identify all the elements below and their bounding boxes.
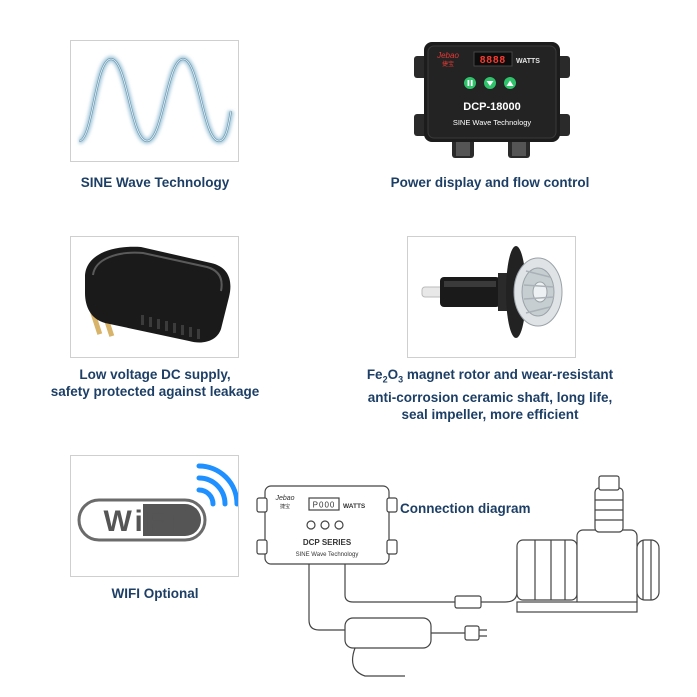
wifi-caption: WIFI Optional: [55, 585, 255, 602]
diagram-controller-unit: WATTS: [343, 503, 366, 510]
connection-diagram: Jebao 捷宝 P000 WATTS DCP SERIES SINE Wave…: [256, 475, 660, 677]
dc-adapter-image: [85, 246, 231, 343]
diagram-controller-series: DCP SERIES: [303, 538, 352, 547]
sine-caption: SINE Wave Technology: [40, 174, 270, 191]
wifi-caption-text: WIFI Optional: [111, 586, 199, 601]
rotor-caption-fe: Fe: [366, 367, 383, 382]
adapter-panel: [70, 236, 239, 358]
rotor-panel: [407, 236, 576, 358]
controller-unit: WATTS: [516, 58, 540, 65]
pause-button-icon: [464, 77, 476, 89]
controller-model: DCP-18000: [463, 101, 520, 113]
rotor-caption-o: O: [387, 367, 399, 382]
sine-wave-graphic: [77, 55, 234, 145]
rotor-caption-rest: magnet rotor and wear-resistant: [403, 367, 614, 382]
controller-brand: Jebao: [436, 51, 459, 60]
display-caption-text: Power display and flow control: [390, 175, 590, 190]
supply-caption-line1: Low voltage DC supply,: [79, 367, 231, 382]
rotor-caption-line1: Fe2O3 magnet rotor and wear-resistant: [330, 366, 650, 389]
display-caption: Power display and flow control: [355, 174, 625, 191]
rotor-caption-sub1: 2: [382, 374, 388, 385]
diagram-controller-tagline: SINE Wave Technology: [296, 552, 359, 558]
sine-caption-text: SINE Wave Technology: [80, 175, 230, 190]
rotor-caption-line2: anti-corrosion ceramic shaft, long life,: [367, 389, 613, 405]
controller-readout: 8888: [480, 55, 506, 66]
rotor-caption: Fe2O3 magnet rotor and wear-resistant an…: [330, 366, 650, 423]
supply-caption-line2: safety protected against leakage: [50, 384, 260, 399]
rotor-caption-line3: seal impeller, more efficient: [401, 406, 579, 422]
connection-diagram-title: Connection diagram: [400, 500, 540, 517]
sine-wave-panel: [70, 40, 239, 162]
magnet-rotor-image: [421, 246, 563, 338]
wifi-logo: WiFi: [77, 463, 240, 542]
supply-caption: Low voltage DC supply, safety protected …: [25, 366, 285, 400]
controller-image: 8888 WATTS Jebao 捷宝 DCP-18000 SINE Wave …: [412, 36, 572, 166]
diagram-controller-brand: Jebao: [274, 495, 294, 502]
wifi-panel: WiFi: [70, 455, 240, 577]
wifi-logo-text: WiFi: [103, 505, 178, 538]
rotor-caption-sub2: 3: [398, 374, 404, 385]
diagram-controller-readout: P000: [313, 501, 336, 510]
controller-tagline: SINE Wave Technology: [453, 118, 532, 127]
controller-brand-sub: 捷宝: [442, 60, 454, 68]
connection-diagram-title-text: Connection diagram: [400, 501, 531, 516]
diagram-controller-brand-sub: 捷宝: [280, 503, 290, 510]
